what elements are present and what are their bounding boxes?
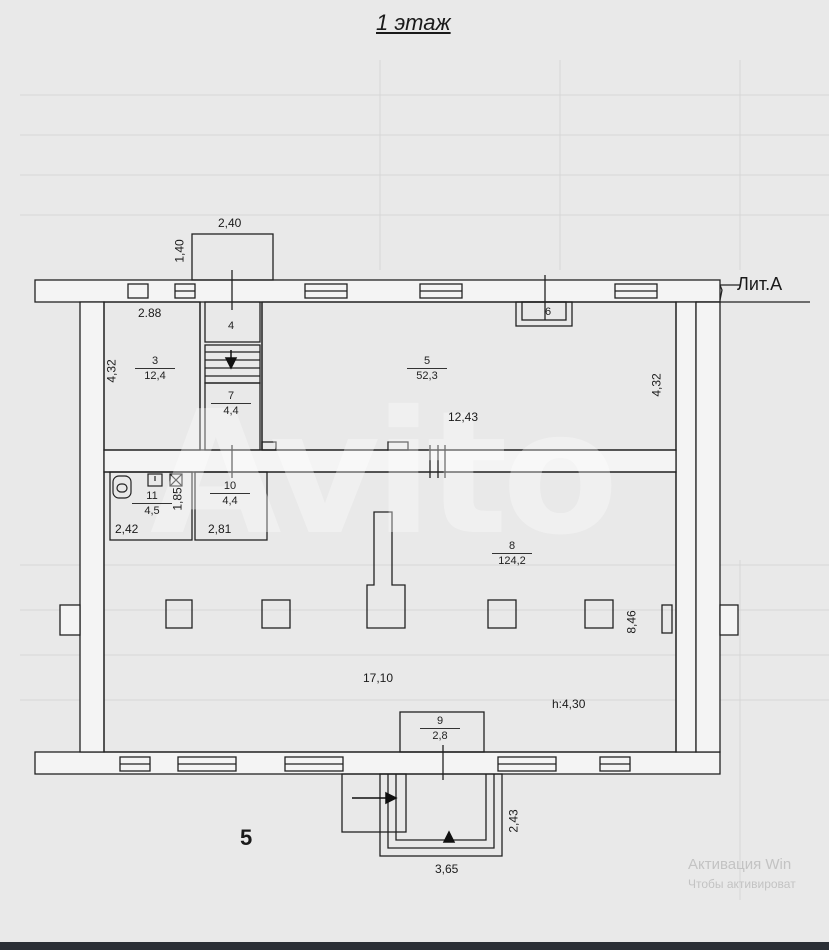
floor-title: 1 этаж (376, 10, 451, 35)
dim-hall8-length: 17,10 (363, 671, 394, 685)
room-4-label: 4 (227, 320, 235, 332)
entrance-vestibule (341, 773, 407, 833)
dim-room10-width: 2,81 (208, 522, 232, 536)
toilet-icon (112, 475, 132, 499)
dim-porch-depth: 1,40 (172, 239, 187, 263)
background-grid (20, 60, 829, 900)
dim-hall8-depth: 8,46 (624, 610, 639, 634)
outer-wall (79, 301, 105, 753)
room-9-outline (399, 711, 485, 753)
section-number: 5 (240, 825, 253, 850)
taskbar-strip (0, 942, 829, 950)
dim-room3-width: 2.88 (138, 306, 162, 320)
dim-hall5-height: 4,32 (649, 373, 664, 397)
wall-pier (719, 604, 739, 636)
dim-room3-height: 4,32 (104, 359, 119, 383)
outer-wall (695, 301, 721, 753)
outer-wall (675, 301, 697, 753)
dim-wc-width: 2,42 (115, 522, 139, 536)
up-arrow-icon (442, 830, 456, 843)
wall-pier (59, 604, 81, 636)
dim-hall5-length: 12,43 (448, 410, 479, 424)
watermark-avito: Avito (150, 375, 619, 573)
break-line (719, 284, 723, 301)
column (261, 599, 291, 629)
windows-activation-text: Чтобы активироват (688, 877, 796, 891)
dim-porch-width: 2,40 (218, 216, 242, 230)
chimney-shaft (366, 511, 406, 629)
room-6-label: 6 (544, 306, 552, 318)
windows-activation-title: Активация Win (688, 856, 792, 873)
dim-ceiling-height: h:4,30 (552, 697, 586, 711)
entrance-stair (379, 773, 503, 857)
column (584, 599, 614, 629)
drain-icon (169, 473, 183, 487)
column (487, 599, 517, 629)
column (165, 599, 193, 629)
lit-label: Лит.А (737, 274, 783, 294)
room-8-outline (103, 471, 677, 753)
dim-entrance-depth: 2,43 (506, 809, 521, 833)
sink-icon (147, 473, 163, 487)
room-5-outline (261, 301, 677, 451)
dim-entrance-width: 3,65 (435, 862, 459, 876)
